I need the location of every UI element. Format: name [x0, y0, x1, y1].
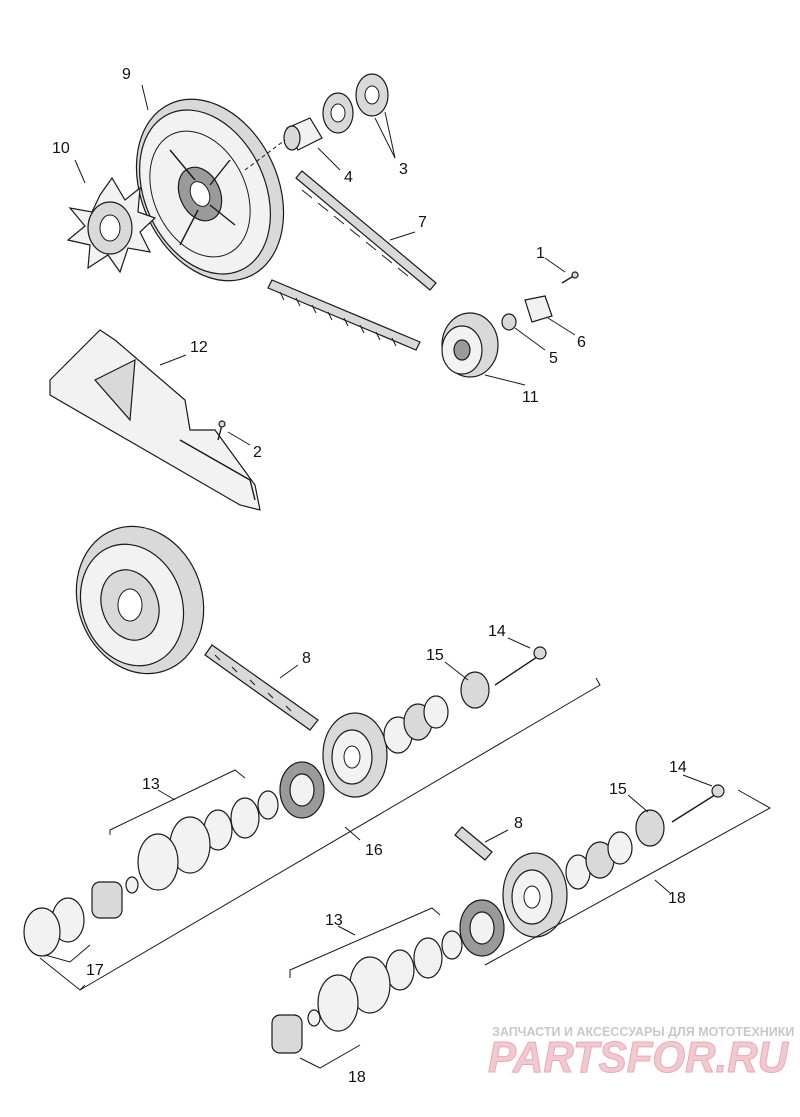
callout-14-upper: 14 — [488, 623, 506, 640]
watermark-logo: PARTSFOR.RU — [488, 1033, 789, 1082]
primary-chain-lower — [454, 826, 493, 861]
callout-labels: 1 2 3 4 5 6 7 8 8 9 10 11 12 13 13 14 14… — [52, 66, 687, 1086]
callout-5: 5 — [549, 350, 558, 367]
callout-18-right: 18 — [668, 890, 686, 907]
callout-11: 11 — [522, 389, 539, 406]
callout-6: 6 — [577, 334, 586, 351]
drive-belt-lower — [267, 279, 421, 351]
watermark: ЗАПЧАСТИ И АКСЕССУАРЫ ДЛЯ МОТОТЕХНИКИ PA… — [488, 1025, 795, 1083]
callout-18-bottom: 18 — [348, 1069, 366, 1086]
drive-belt-upper — [295, 170, 437, 291]
callout-4: 4 — [344, 169, 353, 186]
lock-plate-screw — [561, 271, 579, 284]
callout-17: 17 — [86, 962, 104, 979]
lock-plate — [524, 295, 553, 323]
guard-screw — [217, 420, 226, 441]
shim-stack-lower — [271, 930, 463, 1054]
roller-bearing-upper — [23, 876, 139, 957]
callout-3: 3 — [399, 161, 408, 178]
belt-guard — [49, 329, 261, 511]
callout-8-lower: 8 — [514, 815, 523, 832]
callout-10: 10 — [52, 140, 70, 157]
bearings — [322, 73, 389, 134]
callout-1: 1 — [536, 245, 545, 262]
compensator-assembly-upper — [279, 646, 547, 819]
callout-16: 16 — [365, 842, 383, 859]
rear-sprocket-pulley — [135, 98, 285, 282]
callout-13-upper: 13 — [142, 776, 160, 793]
callout-14-lower: 14 — [669, 759, 687, 776]
isolator-damper — [66, 176, 157, 274]
callout-9: 9 — [122, 66, 131, 83]
transmission-sprocket — [441, 312, 499, 378]
callout-8-upper: 8 — [302, 650, 311, 667]
callout-15-upper: 15 — [426, 647, 444, 664]
callout-2: 2 — [253, 444, 262, 461]
primary-chain-upper — [204, 644, 319, 731]
shim-stack-upper — [137, 790, 279, 891]
callout-13-lower: 13 — [325, 912, 343, 929]
clutch-basket — [75, 525, 205, 675]
callout-7: 7 — [418, 214, 427, 231]
watermark-caption: ЗАПЧАСТИ И АКСЕССУАРЫ ДЛЯ МОТОТЕХНИКИ — [492, 1025, 794, 1039]
compensator-assembly-lower — [459, 784, 725, 957]
leader-lines — [39, 84, 772, 1069]
callout-12: 12 — [190, 339, 208, 356]
sprocket-nut — [501, 313, 517, 331]
callout-15-lower: 15 — [609, 781, 627, 798]
spacer — [283, 117, 323, 151]
